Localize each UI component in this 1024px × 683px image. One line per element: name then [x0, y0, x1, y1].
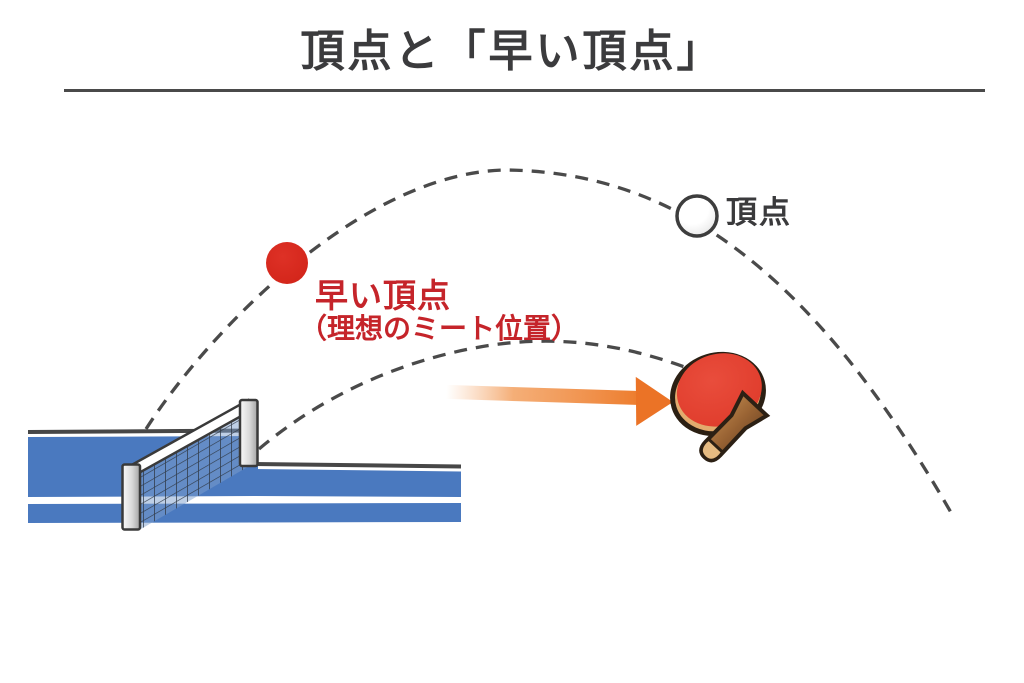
early-apex-note-label: （理想のミート位置） — [299, 313, 580, 344]
net-post-right — [238, 398, 259, 468]
early-apex-ball-icon — [266, 242, 308, 284]
table-tennis-paddle-icon — [670, 351, 771, 463]
trajectory-arc-high-apex — [144, 168, 955, 517]
page-title: 頂点と「早い頂点」 — [300, 27, 724, 76]
early-apex-label: 早い頂点 — [315, 277, 451, 314]
title-divider — [64, 89, 985, 92]
high-apex-ball-icon — [675, 194, 719, 238]
net-icon — [121, 398, 259, 531]
forward-arrow-icon — [445, 376, 673, 426]
net-post-left — [121, 463, 142, 531]
trajectory-arc-early-apex — [257, 339, 691, 451]
apex-label: 頂点 — [726, 195, 792, 230]
